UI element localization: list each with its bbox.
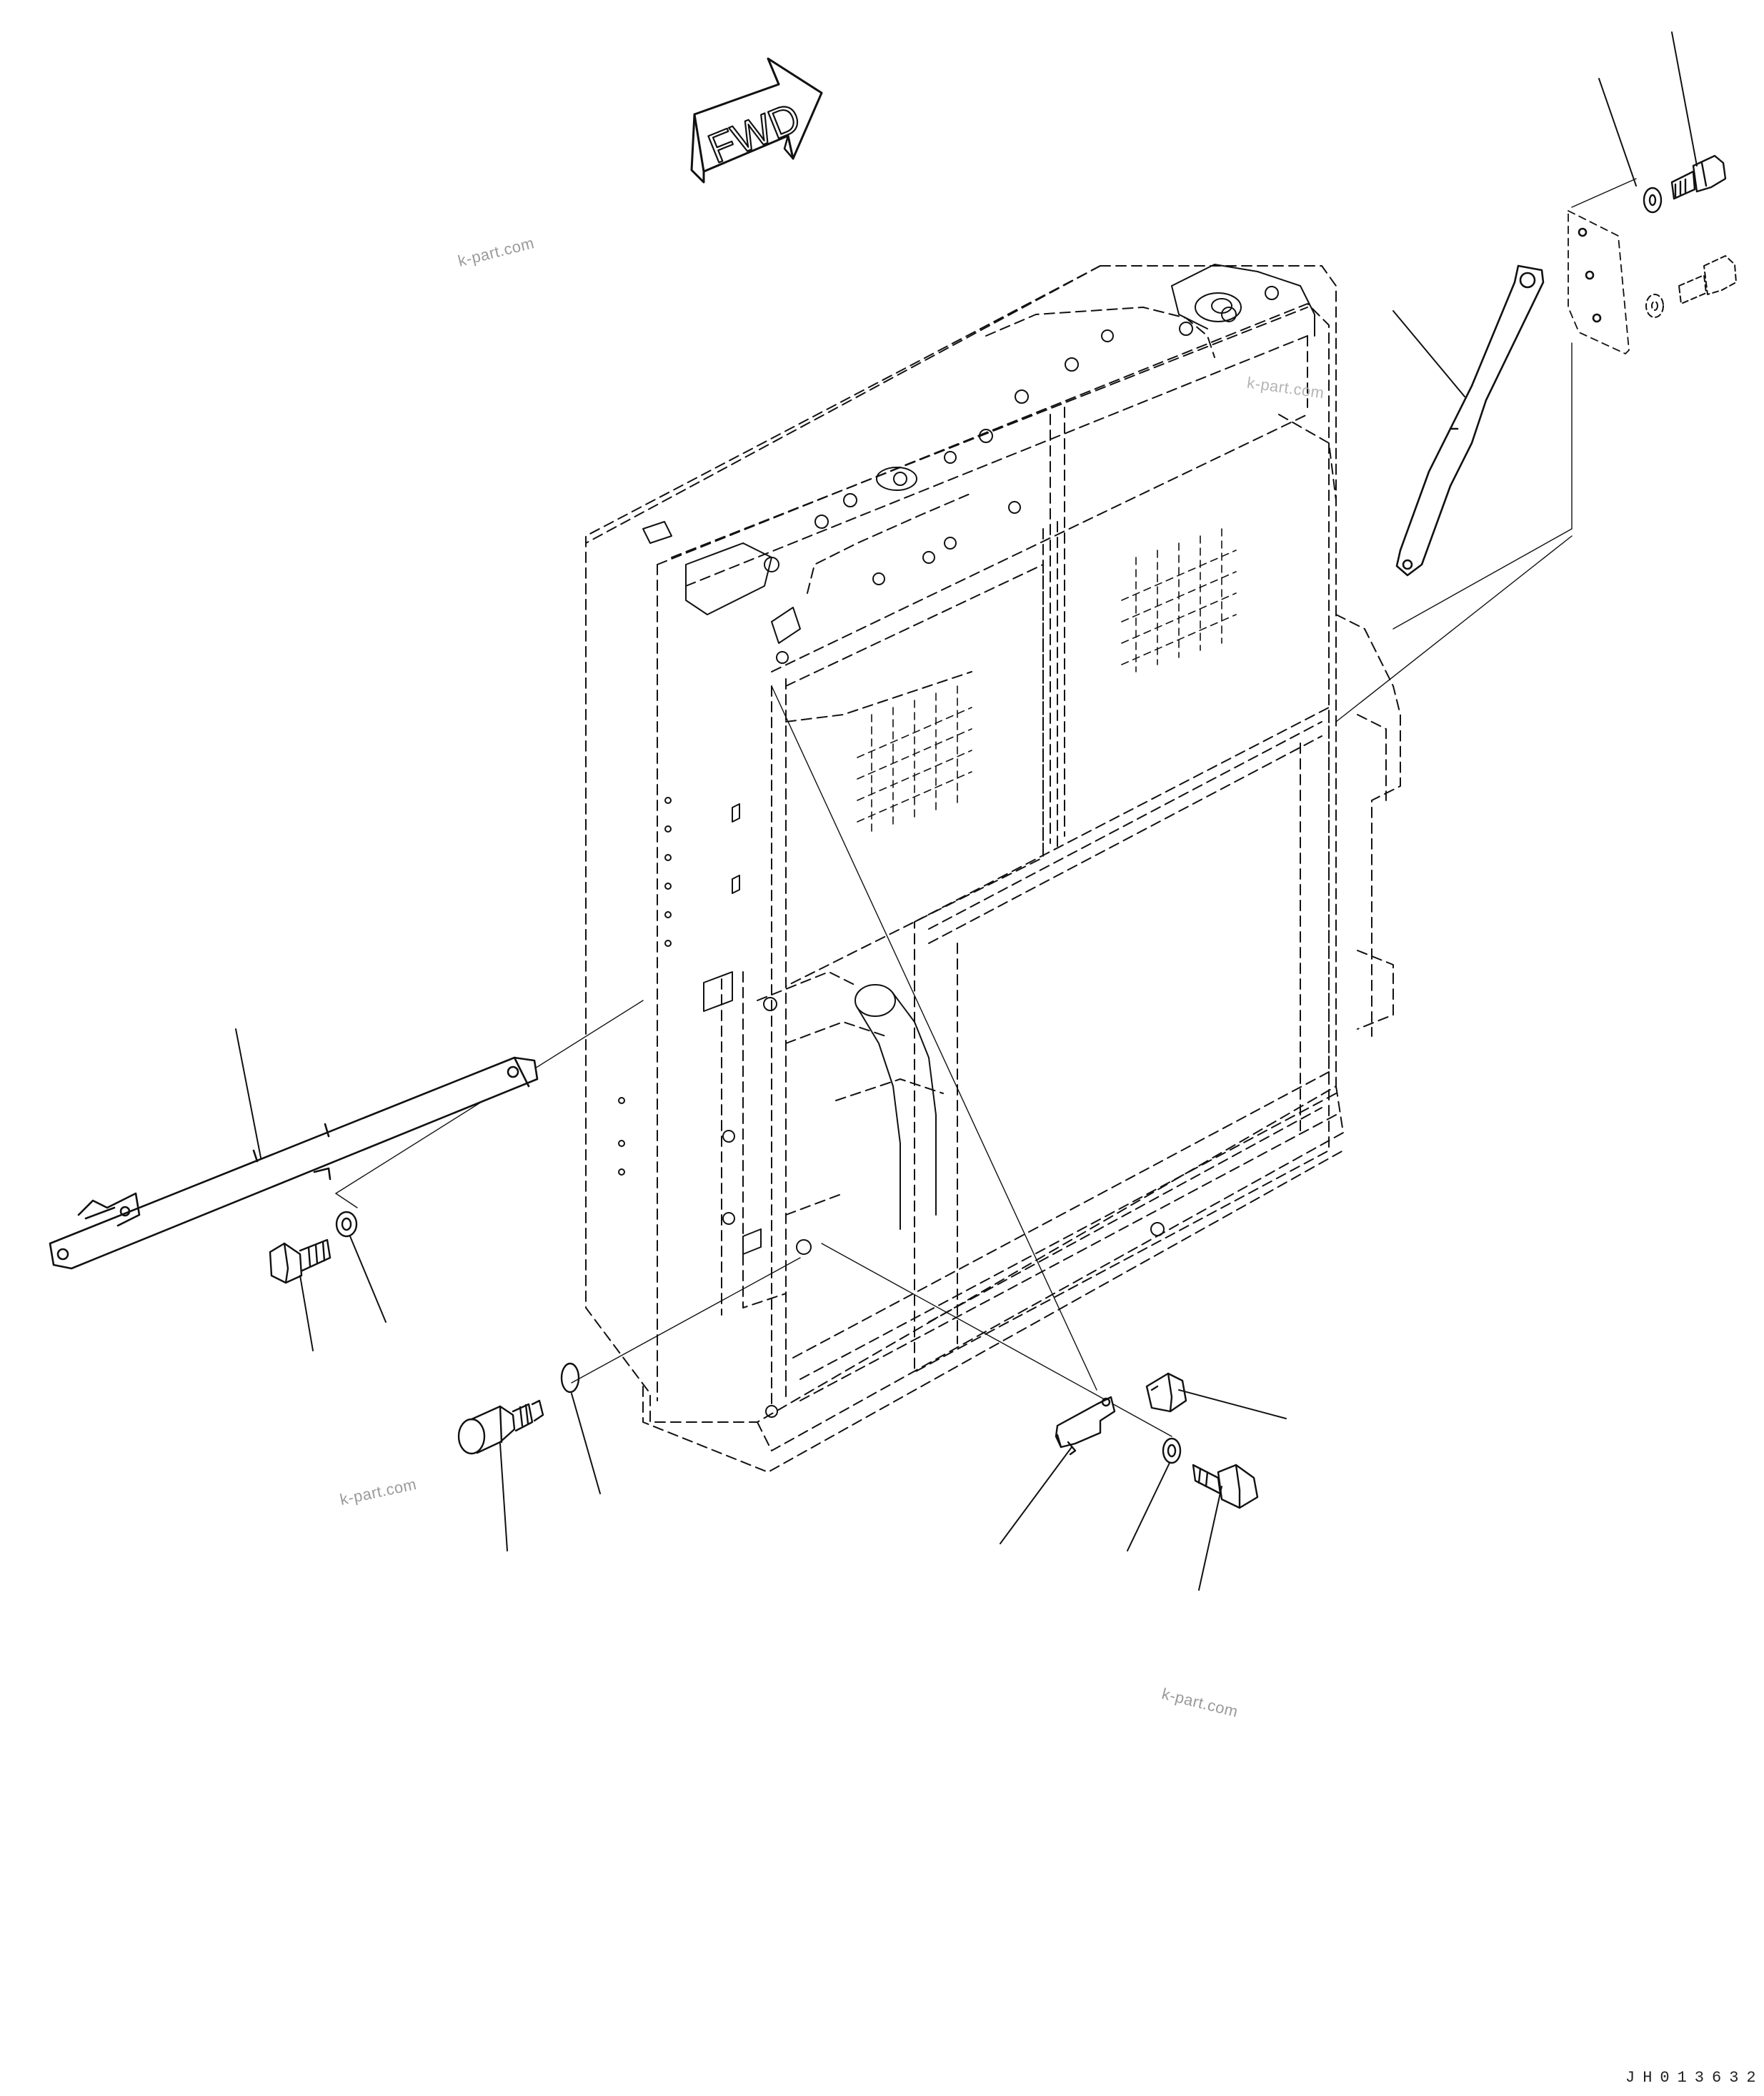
leader-upper-stay-bar [1392, 310, 1465, 397]
lower-left-washer [335, 1211, 358, 1238]
leader-clip-bracket [1000, 1446, 1072, 1544]
leader-o-ring [571, 1393, 601, 1494]
leader-lower-right-bolt [1198, 1486, 1222, 1591]
core-mesh-left [857, 685, 972, 837]
leader-sensor [499, 1443, 508, 1551]
leader-lower-right-washer [1127, 1462, 1170, 1551]
callout-leaders [235, 31, 1698, 1591]
leader-upper-bolt [1671, 31, 1698, 167]
clip-bracket [1055, 1396, 1116, 1456]
leader-connector [1178, 1389, 1287, 1419]
connector [1145, 1372, 1187, 1413]
temperature-sensor [457, 1399, 544, 1455]
drawing-code: JH013632 [1625, 2069, 1764, 2087]
core-mesh-right [1121, 528, 1237, 672]
lower-left-bolt [269, 1238, 332, 1284]
leader-lower-left-bolt [299, 1275, 314, 1351]
o-ring [560, 1362, 580, 1394]
radiator-core-outline [585, 265, 1401, 1473]
assembly-guide-lines [335, 178, 1637, 1437]
leader-upper-washer [1598, 78, 1637, 187]
lower-right-bolt [1192, 1464, 1259, 1509]
upper-bolt-1 [1670, 154, 1727, 200]
upper-washer-1 [1643, 187, 1663, 214]
upper-bolt-2 [1678, 255, 1737, 304]
upper-stay-bar [1395, 210, 1630, 577]
fwd-arrow: FWD [690, 57, 823, 184]
upper-washer-2 [1645, 294, 1664, 318]
lower-stay-bar [49, 1056, 539, 1270]
lower-right-washer [1162, 1437, 1182, 1464]
radiator-top-fittings [618, 264, 1315, 1418]
leader-lower-left-washer [349, 1236, 387, 1323]
leader-lower-stay-bar [235, 1028, 261, 1158]
